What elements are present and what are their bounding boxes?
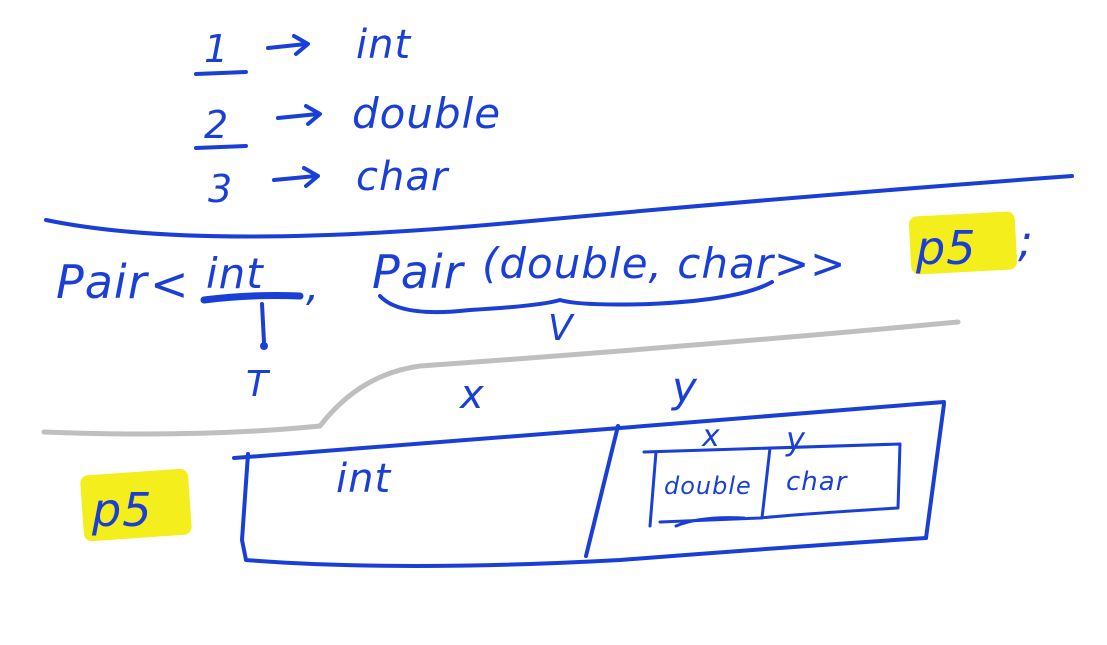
declaration: Pair < int , Pair (double, char>> p5 ; T… (56, 211, 1034, 405)
legend: 1 int 2 double 3 char (194, 22, 501, 211)
x-cell-type: int (336, 456, 391, 502)
legend-key-1: 1 (204, 27, 229, 71)
legend-type-2: double (352, 89, 501, 138)
comma-separator: , (306, 261, 320, 310)
inner-box-outline (642, 442, 902, 524)
open-angle-bracket: < (150, 257, 190, 311)
object-label-highlight (80, 468, 192, 542)
field-y-label: y (670, 363, 698, 412)
legend-key-2: 2 (204, 103, 229, 147)
p5-highlight (908, 211, 1018, 275)
semicolon: ; (1018, 216, 1034, 267)
legend-key-2-underline (194, 144, 248, 150)
outer-box-top (232, 400, 946, 460)
legend-arrow-1-icon (266, 34, 310, 56)
inner-y-label: y (785, 420, 806, 458)
second-param-label: V (548, 308, 575, 349)
variable-name: p5 (915, 221, 976, 275)
first-type-underline (200, 292, 304, 304)
inner-x-label: x (701, 419, 721, 454)
legend-type-1: int (356, 22, 411, 68)
object-label: p5 (91, 483, 152, 537)
memory-layout: x y p5 int x y double char (80, 363, 946, 568)
t-pointer-dot (260, 342, 268, 350)
pair-inner-keyword: Pair (372, 245, 466, 299)
inner-box-divider (760, 446, 772, 520)
legend-key-1-underline (194, 70, 248, 76)
divider-line (41, 319, 961, 437)
outer-box-right (924, 402, 946, 540)
inner-type-args: (double, char>> (482, 239, 846, 288)
inner-pair-brace (378, 280, 774, 315)
separator-line (44, 174, 1074, 239)
inner-box-underline (674, 516, 746, 528)
inner-x-type: double (664, 472, 752, 500)
inner-y-type: char (786, 467, 849, 497)
field-x-label: x (458, 372, 485, 418)
legend-arrow-2-icon (276, 104, 322, 126)
first-param-label: T (246, 364, 271, 405)
x-y-divider (584, 424, 620, 558)
legend-arrow-3-icon (272, 166, 320, 188)
first-type-arg: int (206, 249, 264, 298)
pair-outer-keyword: Pair (56, 255, 150, 309)
legend-key-3: 3 (208, 167, 233, 211)
legend-type-3: char (356, 154, 450, 200)
inner-box-left (648, 450, 658, 528)
t-pointer-line (260, 302, 266, 344)
outer-box-left-bottom (240, 452, 928, 568)
